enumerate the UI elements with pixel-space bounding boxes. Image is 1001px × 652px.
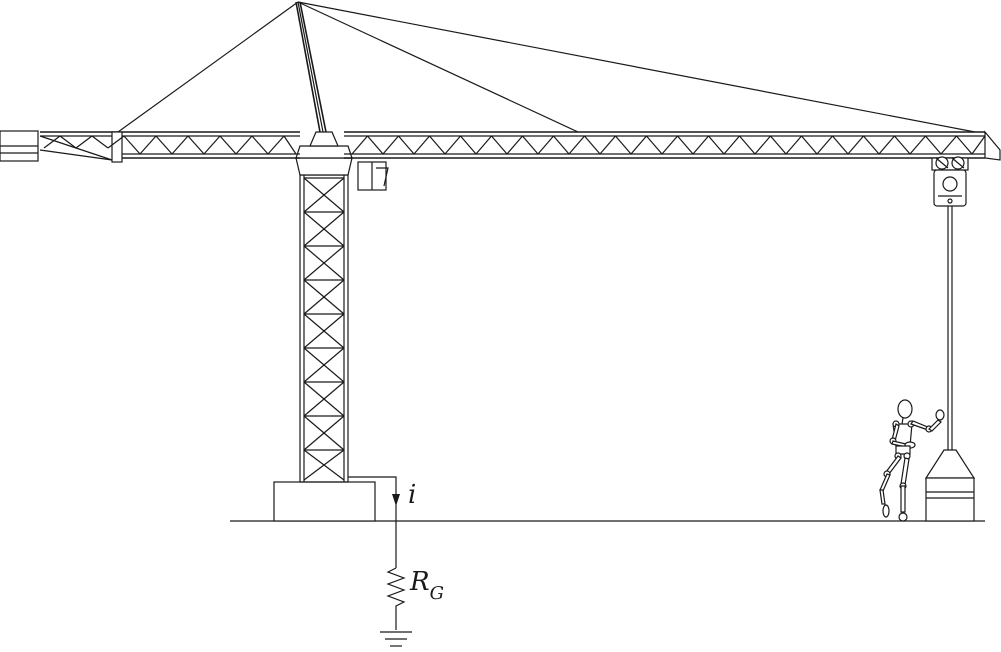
- tower-mast: [299, 174, 349, 483]
- current-arrow: [392, 494, 400, 506]
- slewing-unit: [295, 131, 353, 176]
- current-label: i: [408, 480, 416, 510]
- grounding-resistor: [386, 567, 406, 630]
- resistor-label-subscript: G: [430, 583, 444, 604]
- pendant-lines: [117, 1, 976, 133]
- worker-figure: [879, 399, 945, 522]
- counterweight: [0, 130, 39, 162]
- foundation-block: [273, 481, 376, 522]
- hoist-cable: [947, 206, 953, 450]
- tower-top: [295, 1, 327, 133]
- earth-wire: [348, 476, 400, 568]
- ground-symbol: [380, 631, 412, 647]
- resistor-label-main: R: [409, 567, 430, 597]
- suspended-load: [924, 449, 976, 522]
- resistor-label: RG: [409, 567, 444, 604]
- operator-cab: [357, 161, 389, 191]
- crane-jib: [344, 130, 1001, 161]
- counter-jib: [39, 131, 300, 163]
- trolley: [931, 156, 969, 207]
